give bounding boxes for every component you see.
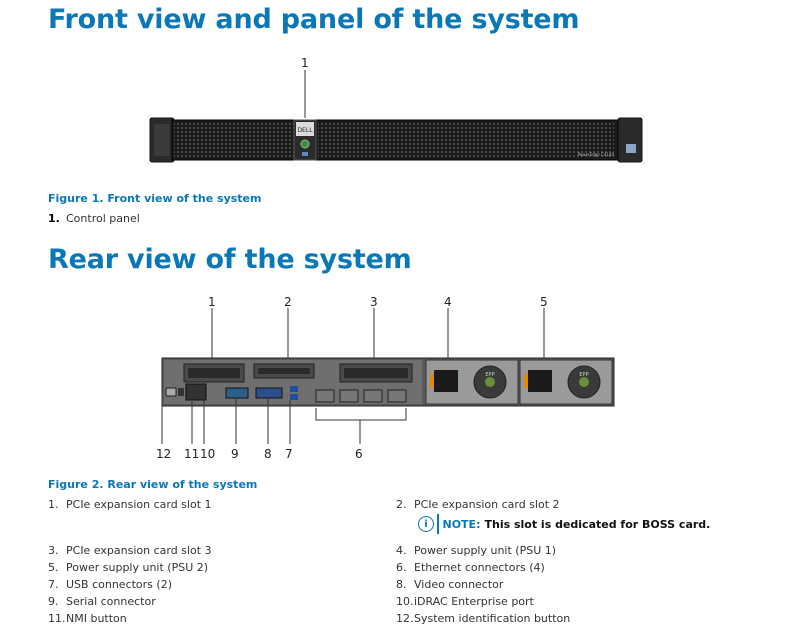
rear-item-5: 5.Power supply unit (PSU 2) — [48, 561, 209, 574]
rear-view-image: EPP EPP — [161, 308, 615, 444]
front-item-1: 1.Control panel — [48, 212, 140, 225]
rear-callout-5: 5 — [540, 295, 548, 309]
rear-item-8: 8.Video connector — [396, 578, 504, 591]
front-model-badge: PowerEdge C4140 — [578, 152, 615, 157]
rear-callout-3: 3 — [370, 295, 378, 309]
rear-view-heading: Rear view of the system — [48, 244, 412, 275]
svg-text:DELL: DELL — [297, 127, 313, 134]
rear-callout-11: 11 — [184, 447, 200, 461]
rear-item-12: 12.System identification button — [396, 612, 571, 625]
rear-callout-6: 6 — [355, 447, 363, 461]
rear-item-7: 7.USB connectors (2) — [48, 578, 172, 591]
rear-callout-2: 2 — [284, 295, 292, 309]
boss-note: i NOTE: This slot is dedicated for BOSS … — [418, 514, 710, 534]
rear-callout-8: 8 — [264, 447, 272, 461]
rear-item-11: 11.NMI button — [48, 612, 127, 625]
front-view-heading: Front view and panel of the system — [48, 4, 580, 35]
rear-callout-10: 10 — [200, 447, 216, 461]
rear-item-1: 1.PCIe expansion card slot 1 — [48, 498, 212, 511]
rear-figure-caption: Figure 2. Rear view of the system — [48, 478, 258, 491]
rear-item-9: 9.Serial connector — [48, 595, 156, 608]
rear-callout-1: 1 — [208, 295, 216, 309]
rear-callout-12: 12 — [156, 447, 172, 461]
front-callout-1: 1 — [301, 56, 309, 70]
rear-item-3: 3.PCIe expansion card slot 3 — [48, 544, 212, 557]
rear-item-6: 6.Ethernet connectors (4) — [396, 561, 545, 574]
info-icon: i — [418, 516, 434, 532]
rear-callout-9: 9 — [231, 447, 239, 461]
rear-item-2: 2.PCIe expansion card slot 2 — [396, 498, 560, 511]
rear-callout-7: 7 — [285, 447, 293, 461]
rear-item-10: 10.iDRAC Enterprise port — [396, 595, 534, 608]
rear-item-4: 4.Power supply unit (PSU 1) — [396, 544, 557, 557]
front-figure-caption: Figure 1. Front view of the system — [48, 192, 262, 205]
psu2-label: EPP — [579, 372, 588, 378]
psu1-label: EPP — [485, 372, 494, 378]
front-view-image: DELL PowerEdge C4140 — [149, 70, 643, 163]
rear-callout-4: 4 — [444, 295, 452, 309]
